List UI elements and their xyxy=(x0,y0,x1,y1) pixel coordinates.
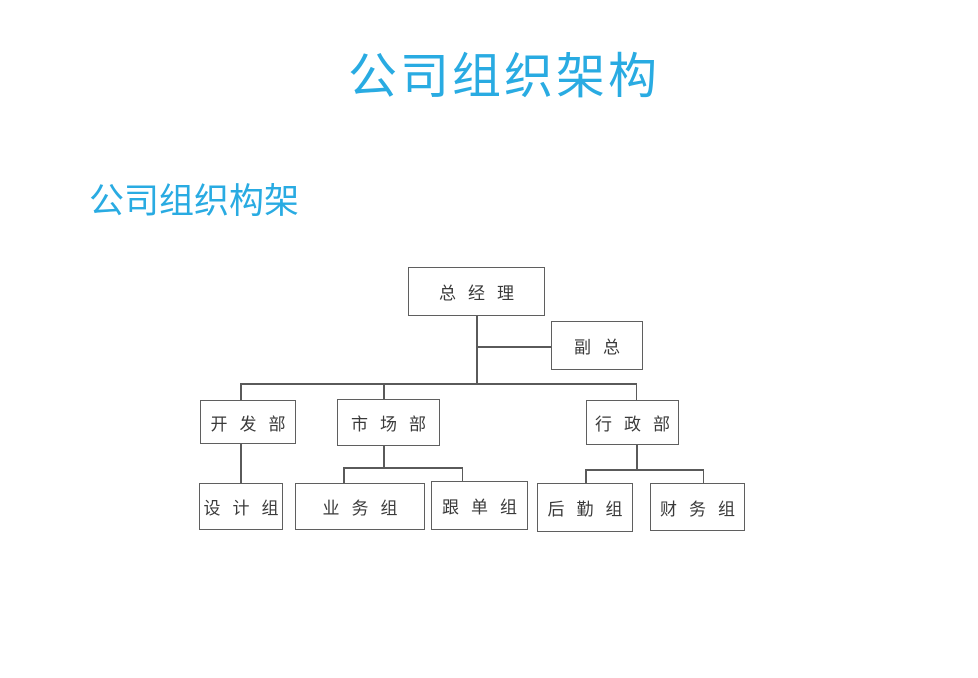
connector-drop-development xyxy=(240,383,242,401)
connector-drop-logistics xyxy=(585,469,587,484)
org-node-admin-dept: 行政部 xyxy=(586,400,679,445)
connector-drop-order-tracking xyxy=(461,467,463,482)
org-node-label: 行政部 xyxy=(595,415,682,434)
org-node-logistics-group: 后勤组 xyxy=(537,483,633,532)
org-node-label: 市场部 xyxy=(351,415,438,434)
page-title: 公司组织架构 xyxy=(348,49,661,104)
org-node-marketing-dept: 市场部 xyxy=(337,399,440,446)
connector-ceo-deputy xyxy=(477,346,552,348)
org-node-label: 业务组 xyxy=(322,499,410,518)
org-node-label: 财务组 xyxy=(660,499,747,519)
connector-admin-down xyxy=(636,445,638,470)
connector-marketing-down xyxy=(383,446,385,468)
org-node-label: 后勤组 xyxy=(547,500,635,519)
connector-rail-marketing xyxy=(343,467,463,469)
connector-development-design xyxy=(240,444,242,483)
connector-ceo-down xyxy=(476,316,478,384)
org-node-deputy-general-manager: 副总 xyxy=(551,321,643,370)
org-node-development-dept: 开发部 xyxy=(200,400,296,444)
org-node-label: 开发部 xyxy=(210,414,298,434)
org-node-business-group: 业务组 xyxy=(295,483,425,530)
connector-drop-marketing xyxy=(383,383,385,400)
org-node-finance-group: 财务组 xyxy=(650,483,745,531)
org-node-label: 跟单组 xyxy=(442,498,529,517)
connector-drop-admin xyxy=(635,383,637,401)
org-node-general-manager: 总经理 xyxy=(408,267,545,316)
connector-rail-level2 xyxy=(240,383,637,385)
connector-rail-admin xyxy=(585,469,704,471)
connector-drop-finance xyxy=(702,469,704,484)
org-node-label: 总经理 xyxy=(439,284,526,303)
org-node-order-tracking-group: 跟单组 xyxy=(431,481,528,530)
org-node-label: 设计组 xyxy=(203,499,291,518)
section-subtitle: 公司组织构架 xyxy=(89,182,300,221)
org-node-label: 副总 xyxy=(574,338,632,357)
connector-drop-business xyxy=(343,467,345,484)
org-node-design-group: 设计组 xyxy=(199,483,283,530)
